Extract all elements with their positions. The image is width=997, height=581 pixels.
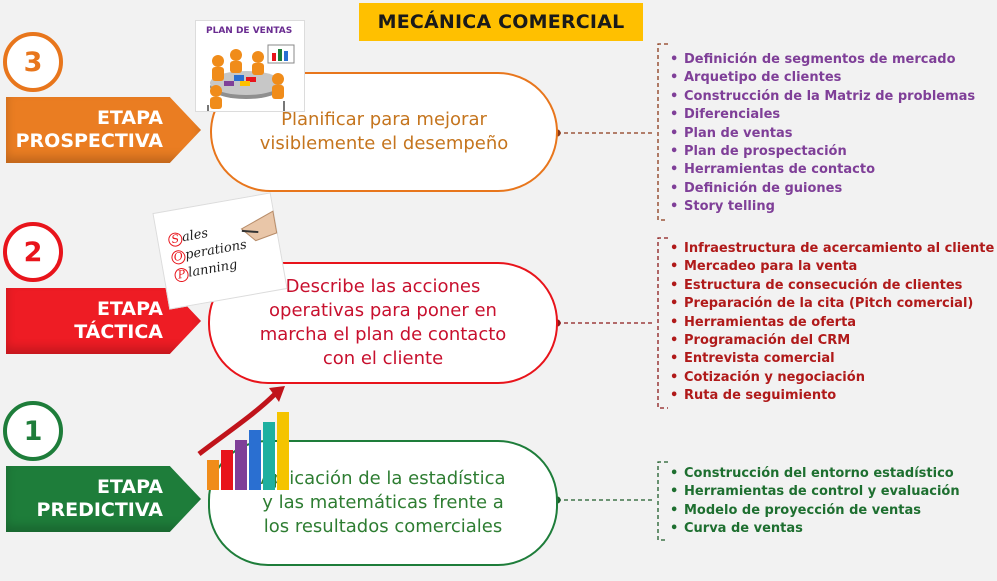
stage-1-description: Aplicación de la estadística y las matem… bbox=[208, 440, 558, 566]
stage-3-number: 3 bbox=[3, 32, 63, 92]
list-item: Infraestructura de acercamiento al clien… bbox=[670, 240, 994, 259]
stage-1-label-line2: PREDICTIVA bbox=[36, 499, 163, 521]
list-item: Herramientas de control y evaluación bbox=[670, 483, 960, 502]
stage-2-connector bbox=[553, 237, 668, 409]
stage-1-number: 1 bbox=[3, 401, 63, 461]
list-item: Estructura de consecución de clientes bbox=[670, 277, 994, 296]
list-item: Herramientas de oferta bbox=[670, 314, 994, 333]
list-item: Herramientas de contacto bbox=[670, 161, 975, 180]
stage-2-number: 2 bbox=[3, 222, 63, 282]
growth-chart-icon bbox=[197, 386, 289, 490]
page-title: MECÁNICA COMERCIAL bbox=[359, 3, 643, 41]
list-item: Entrevista comercial bbox=[670, 350, 994, 369]
list-item: Definición de guiones bbox=[670, 180, 975, 199]
stage-1-connector bbox=[553, 461, 668, 541]
list-item: Mercadeo para la venta bbox=[670, 258, 994, 277]
stage-3-description: Planificar para mejorar visiblemente el … bbox=[210, 72, 558, 192]
stage-3-label-line1: ETAPA bbox=[96, 107, 163, 129]
list-item: Curva de ventas bbox=[670, 520, 960, 539]
list-item: Construcción de la Matriz de problemas bbox=[670, 88, 975, 107]
list-item: Story telling bbox=[670, 198, 975, 217]
plan-de-ventas-caption: PLAN DE VENTAS bbox=[206, 26, 293, 36]
list-item: Plan de prospectación bbox=[670, 143, 975, 162]
list-item: Definición de segmentos de mercado bbox=[670, 51, 975, 70]
stage-1-item-list: Construcción del entorno estadístico Her… bbox=[670, 465, 960, 539]
stage-3-item-list: Definición de segmentos de mercado Arque… bbox=[670, 51, 975, 217]
writing-hand-icon bbox=[240, 210, 278, 242]
sop-image: Sales Operations Planning bbox=[152, 192, 288, 310]
stage-1-label-line1: ETAPA bbox=[96, 476, 163, 498]
stage-1-arrow: ETAPA PREDICTIVA bbox=[6, 466, 201, 532]
list-item: Diferenciales bbox=[670, 106, 975, 125]
plan-de-ventas-image: PLAN DE VENTAS bbox=[195, 20, 305, 112]
list-item: Programación del CRM bbox=[670, 332, 994, 351]
stage-2-label-line2: TÁCTICA bbox=[74, 321, 163, 343]
meeting-table-icon bbox=[207, 44, 295, 111]
stage-2-label-line1: ETAPA bbox=[96, 298, 163, 320]
list-item: Plan de ventas bbox=[670, 125, 975, 144]
stage-3-label-line2: PROSPECTIVA bbox=[15, 130, 163, 152]
list-item: Arquetipo de clientes bbox=[670, 69, 975, 88]
stage-3-connector bbox=[553, 43, 668, 221]
list-item: Modelo de proyección de ventas bbox=[670, 502, 960, 521]
list-item: Preparación de la cita (Pitch comercial) bbox=[670, 295, 994, 314]
stage-3-arrow: ETAPA PROSPECTIVA bbox=[6, 97, 201, 163]
list-item: Ruta de seguimiento bbox=[670, 387, 994, 406]
list-item: Cotización y negociación bbox=[670, 369, 994, 388]
stage-2-item-list: Infraestructura de acercamiento al clien… bbox=[670, 240, 994, 406]
list-item: Construcción del entorno estadístico bbox=[670, 465, 960, 484]
